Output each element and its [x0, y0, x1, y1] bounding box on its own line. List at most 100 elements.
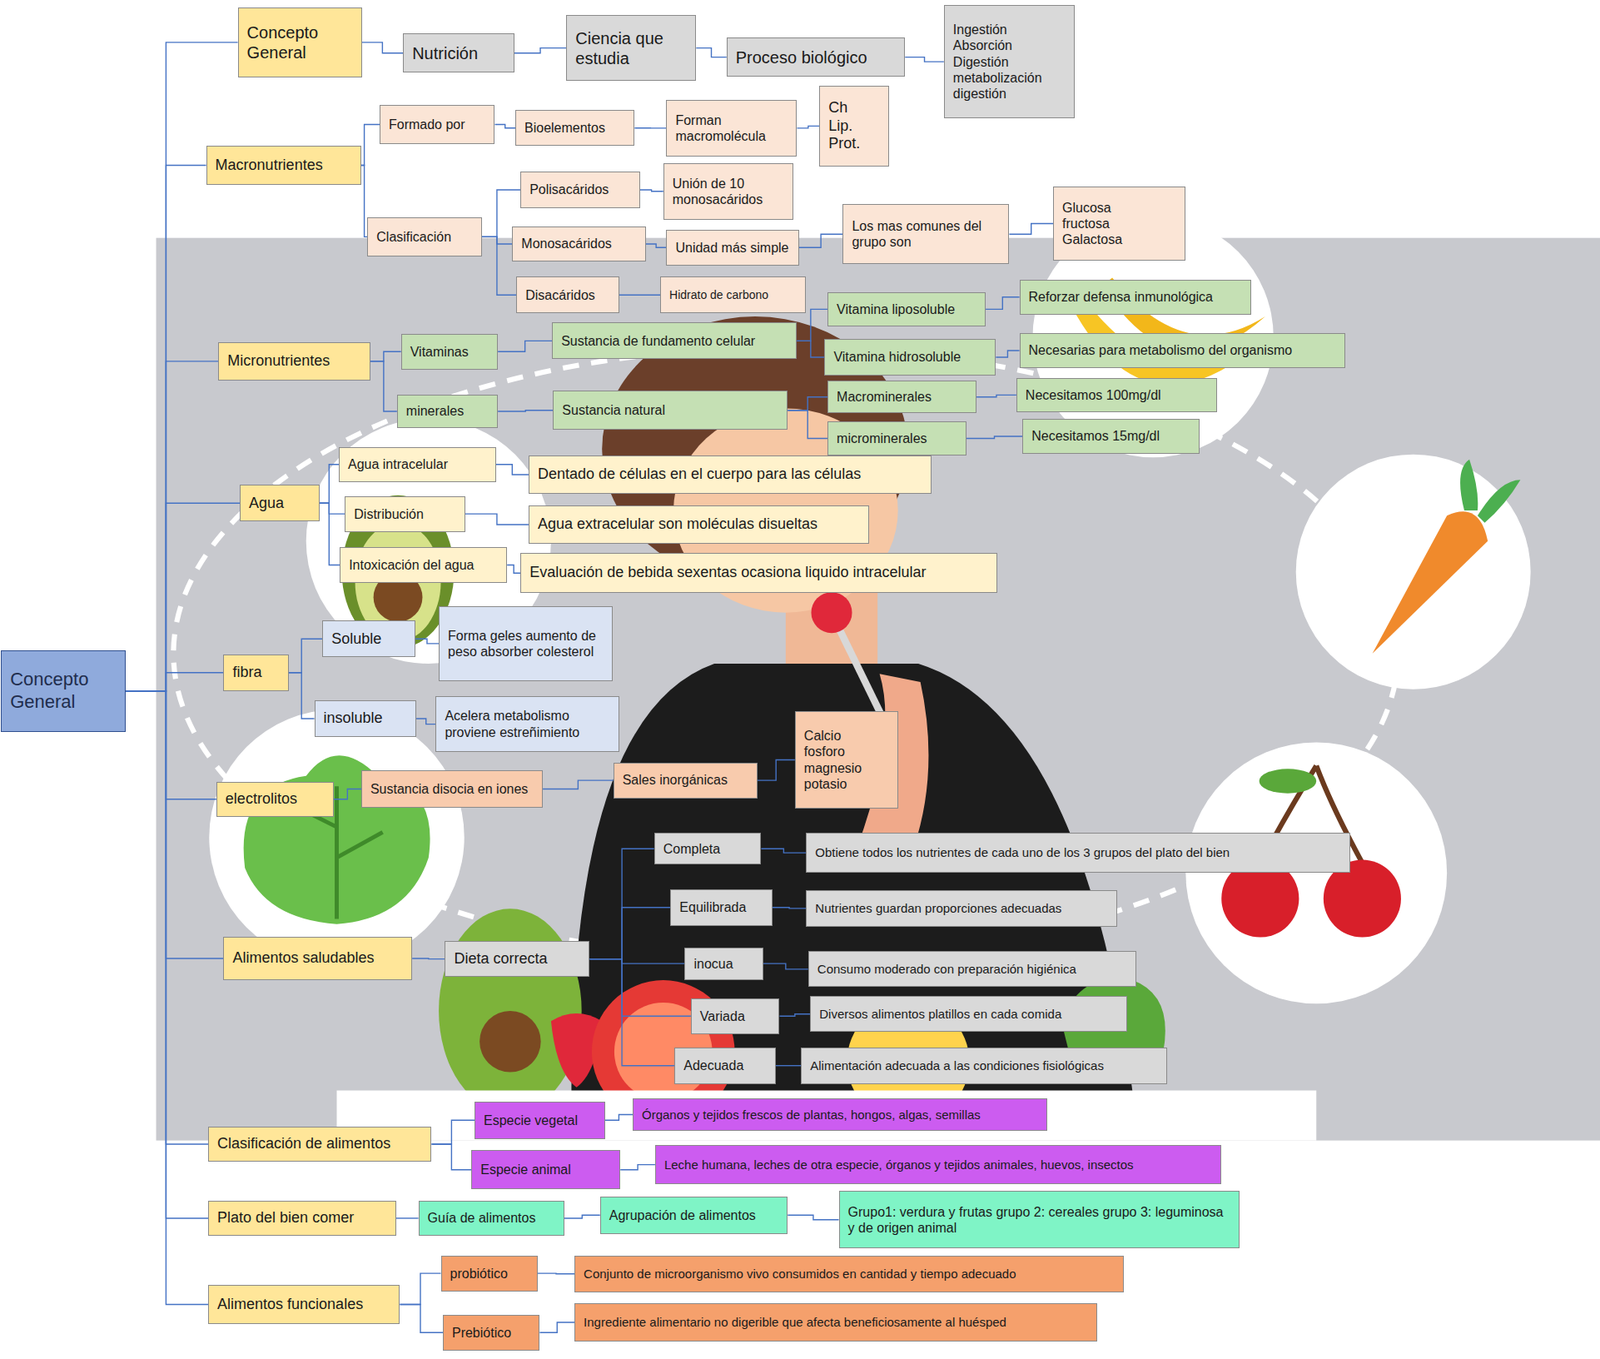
- backdrop: [156, 238, 1600, 1141]
- text-holder: Sustancia natural: [561, 402, 666, 418]
- node-text: probiótico: [450, 1265, 508, 1282]
- text-holder: Disacáridos: [525, 287, 596, 304]
- concept-box: probiótico: [441, 1255, 538, 1292]
- text-holder: Necesitamos 100mg/dl: [1025, 387, 1162, 403]
- bracket-connector: [361, 124, 380, 166]
- concept-box: Unidad más simple: [665, 229, 799, 266]
- text-holder: Micronutrientes: [227, 352, 330, 371]
- bracket-connector: [319, 502, 346, 514]
- text-holder: Sustancia disocia en iones: [370, 780, 528, 797]
- text-holder: minerales: [406, 402, 464, 419]
- text-holder: Equilibrada: [679, 899, 746, 915]
- text-holder: Acelera metabolismo proviene estreñimien…: [444, 707, 611, 740]
- concept-box: Especie vegetal: [474, 1101, 606, 1139]
- text-holder: Conjunto de microorganismo vivo consumid…: [583, 1266, 1016, 1282]
- concept-box: Ch Lip. Prot.: [819, 85, 889, 167]
- bracket-connector: [640, 189, 664, 192]
- text-holder: Sustancia de fundamento celular: [561, 332, 756, 349]
- concept-box: Micronutrientes: [218, 342, 371, 382]
- concept-box: Variada: [690, 998, 781, 1034]
- text-holder: Especie animal: [480, 1161, 572, 1178]
- text-holder: Ciencia que estudia: [575, 28, 687, 69]
- text-holder: Dieta correcta: [453, 949, 547, 969]
- text-holder: microminerales: [836, 430, 927, 447]
- text-holder: Diversos alimentos platillos en cada com…: [819, 1006, 1062, 1022]
- node-text: Clasificación de alimentos: [217, 1134, 391, 1153]
- concept-box: Macrominerales: [827, 380, 977, 413]
- bracket-connector: [415, 638, 439, 644]
- text-holder: probiótico: [450, 1265, 508, 1282]
- node-text: Conjunto de microorganismo vivo consumid…: [583, 1266, 1016, 1282]
- node-text: Prebiótico: [452, 1324, 512, 1341]
- node-text: inocua: [693, 955, 733, 972]
- node-text: Formado por: [388, 116, 466, 133]
- text-holder: Especie vegetal: [483, 1112, 578, 1128]
- bracket-connector: [787, 410, 828, 439]
- node-text: Unión de 10 monosacáridos: [672, 175, 785, 208]
- concept-box: inocua: [684, 947, 763, 980]
- node-text: Ingestión Absorción Digestión metaboliza…: [953, 21, 1043, 102]
- text-holder: Macrominerales: [836, 388, 932, 405]
- node-text: Glucosa fructosa Galactosa: [1062, 199, 1123, 249]
- text-holder: electrolitos: [225, 790, 298, 809]
- fruit-circle: [1185, 741, 1447, 1004]
- text-holder: Alimentos funcionales: [217, 1295, 363, 1314]
- concept-box: fibra: [223, 654, 289, 691]
- node-text: electrolitos: [225, 790, 298, 809]
- text-holder: Vitamina liposoluble: [836, 301, 955, 318]
- concept-box: electrolitos: [216, 781, 334, 817]
- bracket-connector: [362, 42, 404, 54]
- text-holder: insoluble: [323, 709, 383, 728]
- node-text: Diversos alimentos platillos en cada com…: [819, 1006, 1062, 1022]
- concept-box: Vitamina hidrosoluble: [824, 338, 996, 376]
- bracket-connector: [995, 350, 1019, 358]
- node-text: Nutrición: [412, 43, 478, 64]
- concept-box: Especie animal: [471, 1149, 621, 1189]
- text-holder: Soluble: [331, 630, 382, 649]
- bracket-connector: [399, 1272, 441, 1304]
- bracket-connector: [399, 1304, 443, 1333]
- node-text: Sales inorgánicas: [622, 771, 728, 788]
- text-holder: Los mas comunes del grupo son: [851, 218, 1000, 250]
- node-text: Acelera metabolismo proviene estreñimien…: [444, 707, 611, 740]
- text-holder: fibra: [232, 663, 262, 682]
- node-text: Adecuada: [683, 1057, 744, 1074]
- bracket-connector: [537, 1272, 575, 1274]
- concept-box: Glucosa fructosa Galactosa: [1053, 186, 1186, 260]
- node-text: Forman macromolécula: [675, 112, 788, 145]
- bracket-connector: [288, 672, 315, 719]
- node-text: Dentado de células en el cuerpo para las…: [537, 465, 861, 484]
- bracket-connector: [787, 1214, 839, 1220]
- concept-box: Formado por: [379, 104, 496, 145]
- concept-box: Intoxicación del agua: [339, 546, 507, 583]
- bracket-connector: [799, 233, 844, 248]
- bracket-connector: [125, 672, 224, 691]
- text-holder: Necesitamos 15mg/dl: [1031, 427, 1160, 444]
- concept-box: Consumo moderado con preparación higiéni…: [808, 950, 1138, 987]
- concept-box: Calcio fosforo magnesio potasio: [795, 710, 899, 808]
- bracket-connector: [319, 464, 339, 504]
- concept-box: Unión de 10 monosacáridos: [663, 163, 794, 219]
- node-text: Sustancia disocia en iones: [370, 780, 528, 797]
- bracket-connector: [779, 1013, 810, 1016]
- text-holder: Hidrato de carbono: [669, 288, 769, 303]
- bracket-connector: [125, 690, 209, 1305]
- concept-box: insoluble: [314, 700, 418, 737]
- concept-box: Alimentos saludables: [223, 936, 413, 979]
- node-text: Alimentos saludables: [232, 949, 374, 968]
- text-holder: Unión de 10 monosacáridos: [672, 175, 785, 208]
- root-box: Concepto General: [0, 650, 126, 732]
- text-holder: Clasificación de alimentos: [217, 1134, 391, 1153]
- bracket-connector: [506, 564, 521, 573]
- node-text: Polisacáridos: [529, 181, 609, 198]
- node-text: Ciencia que estudia: [575, 28, 687, 69]
- text-holder: Bioelementos: [524, 119, 606, 136]
- node-text: Grupo1: verdura y frutas grupo 2: cereal…: [848, 1203, 1231, 1236]
- concept-box: Adecuada: [674, 1047, 776, 1084]
- node-text: Necesitamos 15mg/dl: [1031, 427, 1160, 444]
- bracket-connector: [772, 907, 806, 909]
- concept-box: Forma geles aumento de peso absorber col…: [438, 606, 613, 681]
- bracket-connector: [497, 340, 552, 352]
- text-holder: Obtiene todos los nutrientes de cada uno…: [814, 844, 1230, 860]
